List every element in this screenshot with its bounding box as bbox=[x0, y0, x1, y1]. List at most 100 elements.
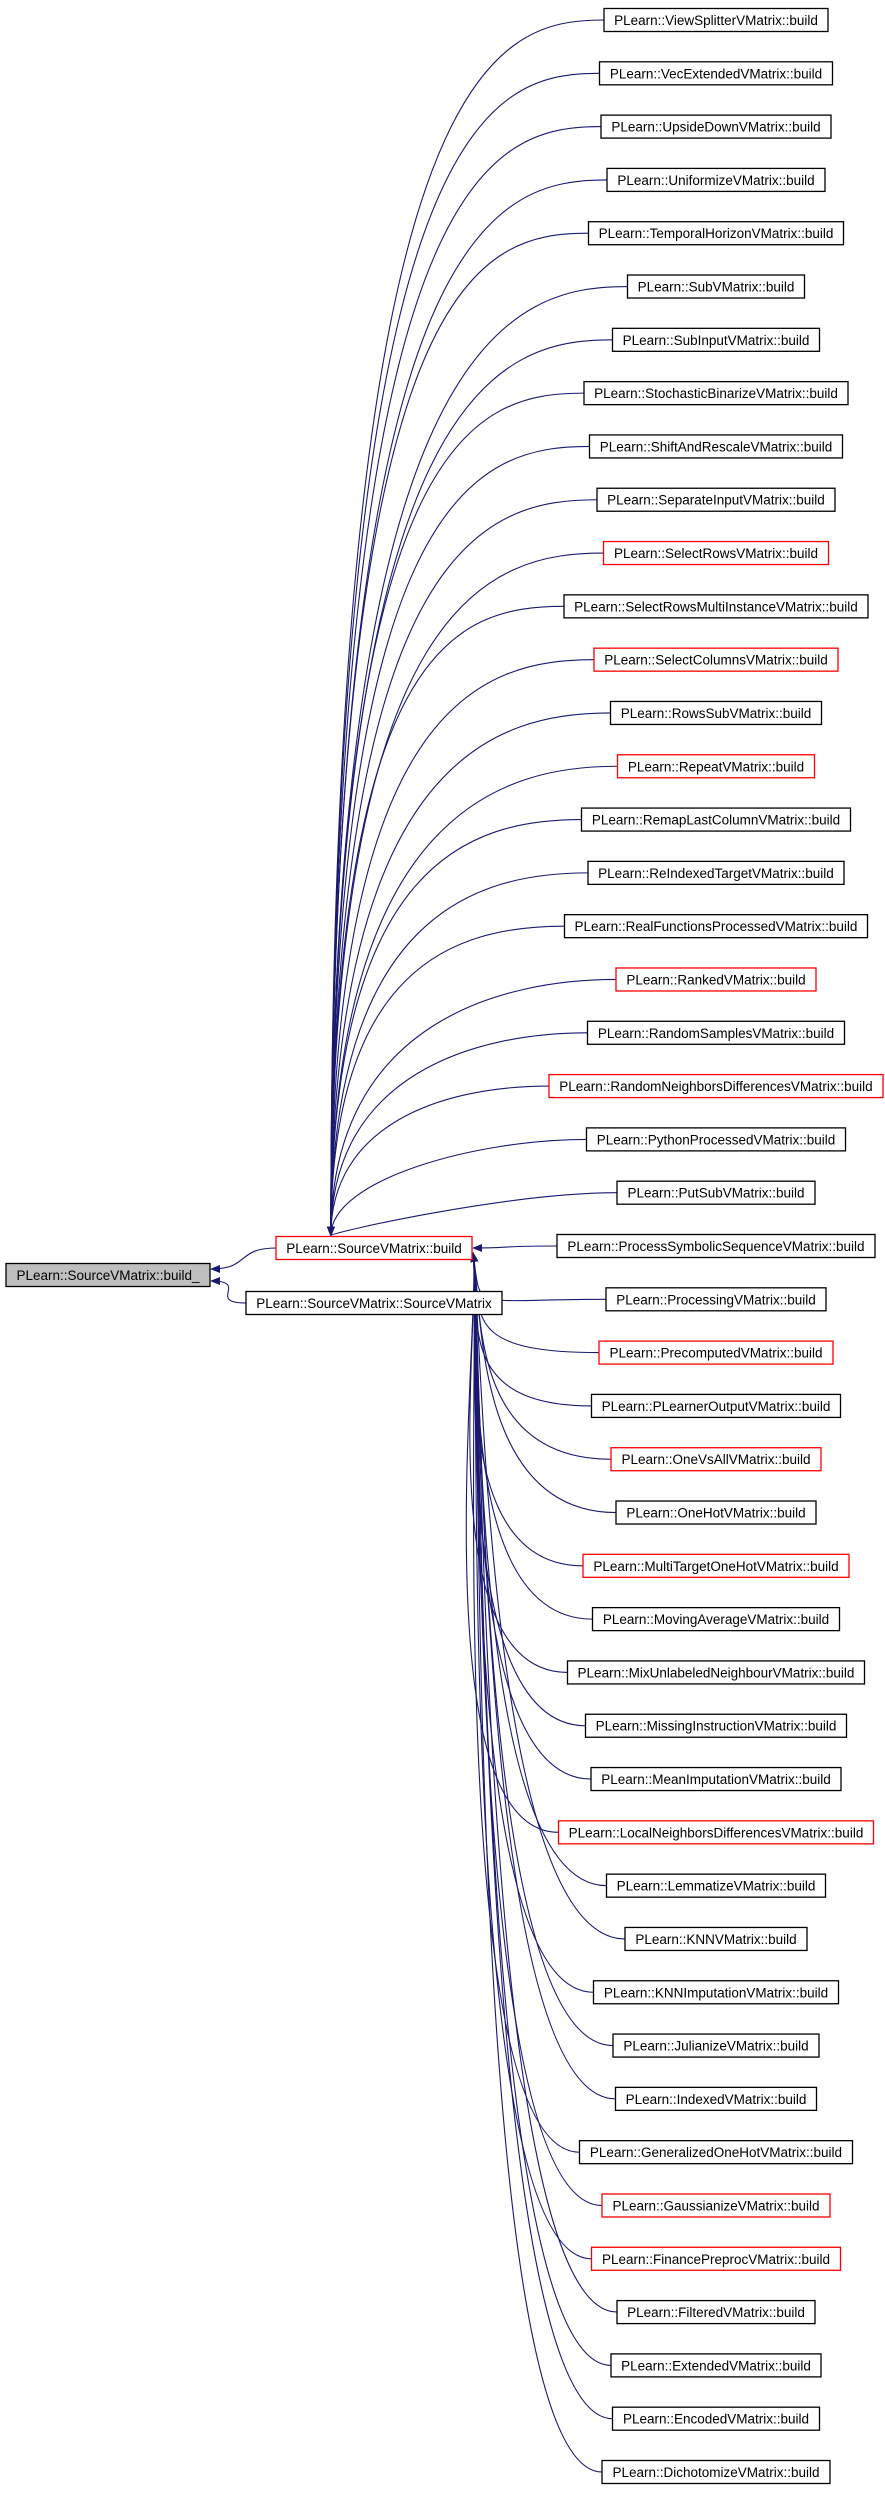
caller-node-label: PLearn::KNNImputationVMatrix::build bbox=[604, 1985, 828, 2000]
caller-node[interactable]: PLearn::ShiftAndRescaleVMatrix::build bbox=[588, 434, 844, 459]
caller-node-box bbox=[615, 967, 817, 992]
caller-node[interactable]: PLearn::SubInputVMatrix::build bbox=[611, 327, 821, 352]
caller-node-box bbox=[548, 1073, 884, 1099]
caller-node[interactable]: PLearn::PutSubVMatrix::build bbox=[616, 1180, 816, 1205]
caller-node-label: PLearn::MovingAverageVMatrix::build bbox=[603, 1612, 829, 1627]
caller-node-label: PLearn::SubVMatrix::build bbox=[638, 280, 795, 295]
caller-node-label: PLearn::PythonProcessedVMatrix::build bbox=[597, 1132, 836, 1147]
caller-node[interactable]: PLearn::OneHotVMatrix::build bbox=[615, 1500, 817, 1525]
caller-node[interactable]: PLearn::KNNImputationVMatrix::build bbox=[592, 1980, 840, 2005]
caller-node[interactable]: PLearn::ReIndexedTargetVMatrix::build bbox=[587, 860, 845, 886]
root-node[interactable]: PLearn::SourceVMatrix::build_ bbox=[5, 1262, 211, 1288]
middle-node-ctor[interactable]: PLearn::SourceVMatrix::SourceVMatrix bbox=[245, 1290, 503, 1316]
caller-node-box bbox=[596, 487, 836, 512]
caller-node[interactable]: PLearn::MovingAverageVMatrix::build bbox=[591, 1606, 841, 1632]
caller-node[interactable]: PLearn::ExtendedVMatrix::build bbox=[610, 2353, 822, 2378]
caller-node[interactable]: PLearn::RandomNeighborsDifferencesVMatri… bbox=[548, 1073, 884, 1099]
caller-node[interactable]: PLearn::ViewSplitterVMatrix::build bbox=[603, 7, 829, 33]
call-edge bbox=[210, 1277, 247, 1304]
caller-node[interactable]: PLearn::SelectColumnsVMatrix::build bbox=[593, 647, 839, 672]
caller-node-label: PLearn::MixUnlabeledNeighbourVMatrix::bu… bbox=[578, 1665, 855, 1680]
call-edge bbox=[326, 392, 585, 1237]
caller-node[interactable]: PLearn::SubVMatrix::build bbox=[626, 274, 806, 299]
caller-node[interactable]: PLearn::LocalNeighborsDifferencesVMatrix… bbox=[557, 1820, 875, 1845]
call-edge bbox=[326, 925, 565, 1237]
middle-node-build[interactable]: PLearn::SourceVMatrix::build bbox=[275, 1235, 473, 1261]
caller-node-box bbox=[590, 1393, 842, 1419]
caller-node-label: PLearn::EncodedVMatrix::build bbox=[623, 2412, 809, 2427]
caller-node[interactable]: PLearn::FinancePreprocVMatrix::build bbox=[590, 2246, 842, 2271]
caller-node-label: PLearn::FinancePreprocVMatrix::build bbox=[602, 2252, 830, 2267]
caller-node-box bbox=[563, 594, 869, 619]
caller-node[interactable]: PLearn::UpsideDownVMatrix::build bbox=[600, 114, 832, 139]
caller-node-label: PLearn::RemapLastColumnVMatrix::build bbox=[592, 813, 840, 828]
caller-node[interactable]: PLearn::VecExtendedVMatrix::build bbox=[598, 61, 834, 86]
caller-node-box bbox=[587, 221, 845, 246]
caller-node[interactable]: PLearn::PythonProcessedVMatrix::build bbox=[585, 1127, 847, 1152]
caller-node[interactable]: PLearn::UniformizeVMatrix::build bbox=[606, 167, 826, 193]
caller-node[interactable]: PLearn::OneVsAllVMatrix::build bbox=[610, 1447, 822, 1472]
caller-node-label: PLearn::RealFunctionsProcessedVMatrix::b… bbox=[575, 919, 858, 934]
caller-node-label: PLearn::GaussianizeVMatrix::build bbox=[612, 2198, 819, 2213]
caller-node[interactable]: PLearn::SeparateInputVMatrix::build bbox=[596, 487, 836, 512]
caller-node-box bbox=[609, 700, 823, 726]
caller-node[interactable]: PLearn::MissingInstructionVMatrix::build bbox=[584, 1713, 848, 1738]
caller-node-box bbox=[605, 1873, 827, 1898]
call-edge bbox=[327, 1192, 618, 1237]
caller-node[interactable]: PLearn::FilteredVMatrix::build bbox=[616, 2299, 816, 2325]
caller-node[interactable]: PLearn::MultiTargetOneHotVMatrix::build bbox=[582, 1553, 850, 1578]
caller-node[interactable]: PLearn::SelectRowsMultiInstanceVMatrix::… bbox=[563, 594, 869, 619]
caller-node[interactable]: PLearn::MeanImputationVMatrix::build bbox=[590, 1766, 842, 1792]
caller-node[interactable]: PLearn::DichotomizeVMatrix::build bbox=[601, 2459, 831, 2485]
caller-node[interactable]: PLearn::IndexedVMatrix::build bbox=[614, 2086, 818, 2112]
caller-node-box bbox=[602, 540, 830, 566]
caller-node-box bbox=[582, 1553, 850, 1578]
caller-node-label: PLearn::LocalNeighborsDifferencesVMatrix… bbox=[569, 1825, 864, 1840]
caller-node-label: PLearn::FilteredVMatrix::build bbox=[627, 2305, 805, 2320]
caller-node-box bbox=[578, 2140, 854, 2165]
call-edge bbox=[210, 1247, 277, 1273]
caller-node[interactable]: PLearn::RemapLastColumnVMatrix::build bbox=[580, 807, 852, 832]
caller-node[interactable]: PLearn::TemporalHorizonVMatrix::build bbox=[587, 221, 845, 246]
caller-node[interactable]: PLearn::MixUnlabeledNeighbourVMatrix::bu… bbox=[566, 1660, 866, 1685]
caller-node[interactable]: PLearn::StochasticBinarizeVMatrix::build bbox=[583, 380, 849, 406]
caller-node[interactable]: PLearn::EncodedVMatrix::build bbox=[611, 2406, 821, 2431]
caller-node[interactable]: PLearn::RowsSubVMatrix::build bbox=[609, 700, 823, 726]
call-edge bbox=[326, 712, 611, 1237]
caller-node-box bbox=[583, 380, 849, 406]
caller-node-box bbox=[588, 434, 844, 459]
caller-node-label: PLearn::MissingInstructionVMatrix::build bbox=[596, 1719, 837, 1734]
caller-node[interactable]: PLearn::PLearnerOutputVMatrix::build bbox=[590, 1393, 842, 1419]
caller-node-box bbox=[557, 1820, 875, 1845]
caller-node-label: PLearn::StochasticBinarizeVMatrix::build bbox=[594, 386, 838, 401]
caller-node-box bbox=[591, 1606, 841, 1632]
caller-node-box bbox=[590, 1766, 842, 1792]
caller-node[interactable]: PLearn::RealFunctionsProcessedVMatrix::b… bbox=[563, 914, 869, 939]
caller-node[interactable]: PLearn::RankedVMatrix::build bbox=[615, 967, 817, 992]
caller-node[interactable]: PLearn::KNNVMatrix::build bbox=[624, 1926, 808, 1952]
caller-node-box bbox=[610, 1447, 822, 1472]
call-edge bbox=[326, 978, 617, 1237]
caller-node[interactable]: PLearn::RepeatVMatrix::build bbox=[616, 754, 816, 779]
caller-node[interactable]: PLearn::SelectRowsVMatrix::build bbox=[602, 540, 830, 566]
caller-node[interactable]: PLearn::GeneralizedOneHotVMatrix::build bbox=[578, 2140, 854, 2165]
caller-node-box bbox=[612, 2033, 820, 2058]
call-edge bbox=[326, 232, 589, 1237]
caller-node[interactable]: PLearn::ProcessingVMatrix::build bbox=[605, 1287, 827, 1312]
caller-node[interactable]: PLearn::RandomSamplesVMatrix::build bbox=[586, 1020, 846, 1045]
caller-node[interactable]: PLearn::LemmatizeVMatrix::build bbox=[605, 1873, 827, 1898]
caller-node[interactable]: PLearn::JulianizeVMatrix::build bbox=[612, 2033, 820, 2058]
caller-node[interactable]: PLearn::GaussianizeVMatrix::build bbox=[601, 2193, 831, 2218]
caller-node-label: PLearn::GeneralizedOneHotVMatrix::build bbox=[590, 2145, 842, 2160]
middle-node-build-box bbox=[275, 1235, 473, 1261]
caller-node-label: PLearn::PutSubVMatrix::build bbox=[627, 1186, 804, 1201]
caller-node-label: PLearn::ProcessingVMatrix::build bbox=[616, 1292, 816, 1307]
caller-node[interactable]: PLearn::PrecomputedVMatrix::build bbox=[598, 1340, 834, 1365]
caller-node-label: PLearn::MultiTargetOneHotVMatrix::build bbox=[593, 1559, 838, 1574]
caller-node-box bbox=[584, 1713, 848, 1738]
call-edge bbox=[470, 1252, 612, 2366]
caller-node[interactable]: PLearn::ProcessSymbolicSequenceVMatrix::… bbox=[556, 1233, 876, 1259]
caller-node-box bbox=[603, 7, 829, 33]
caller-node-box bbox=[615, 1500, 817, 1525]
